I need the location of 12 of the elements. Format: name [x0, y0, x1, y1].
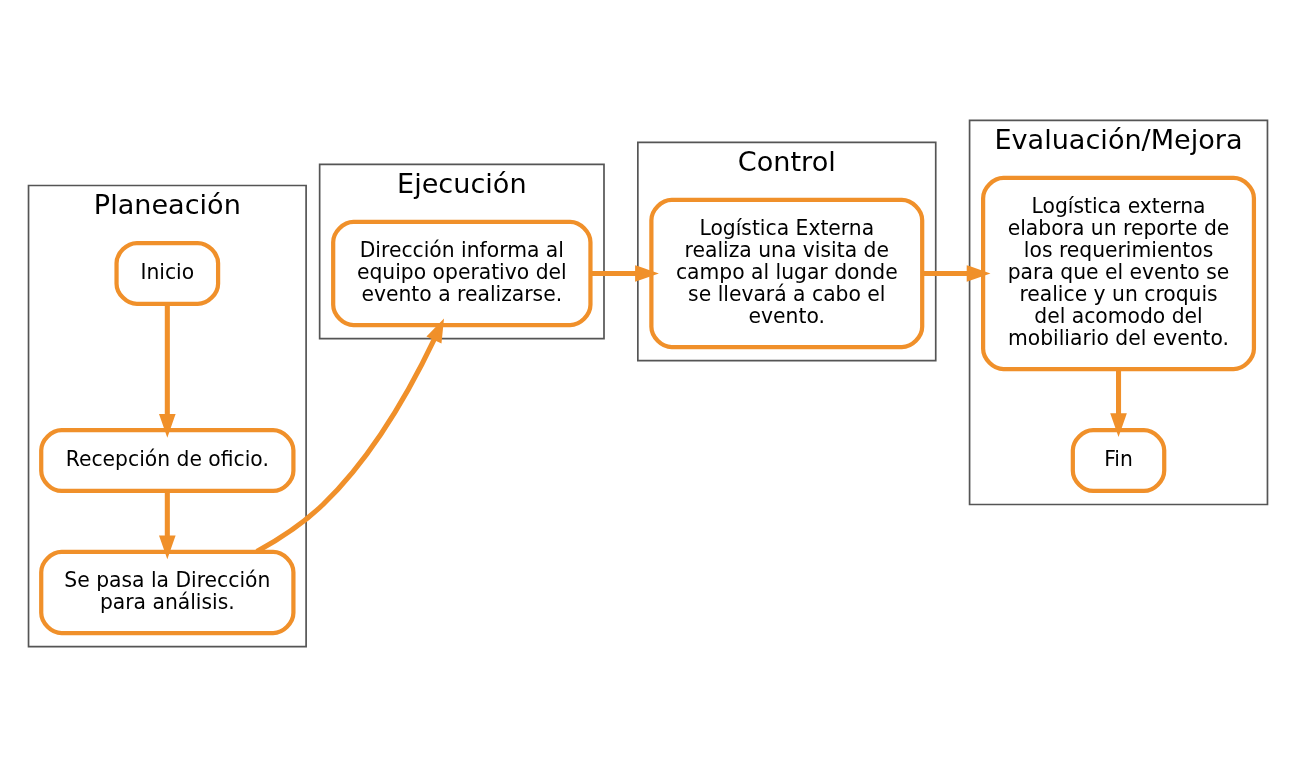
arrow	[590, 264, 659, 282]
arrow	[159, 490, 176, 559]
node-box: Dirección informa al equipo operativo del evento a realizarse.	[331, 219, 593, 327]
node-box: Fin	[1070, 427, 1167, 493]
arrow	[159, 304, 176, 438]
node-box: Logística Externa realiza una visita de campo al lugar donde se llevará a cabo el evento.	[649, 197, 925, 349]
node-box: Recepción de oficio.	[39, 427, 296, 493]
node-box: Logística externa elabora un reporte de los requerimientos para que el evento se realice y un croquis del acomodo del mobiliario del evento.	[981, 175, 1257, 371]
arrow	[922, 264, 991, 282]
arrow	[1110, 368, 1127, 437]
node-box: Inicio	[114, 240, 221, 306]
node-box: Se pasa la Dirección para análisis.	[39, 549, 296, 635]
